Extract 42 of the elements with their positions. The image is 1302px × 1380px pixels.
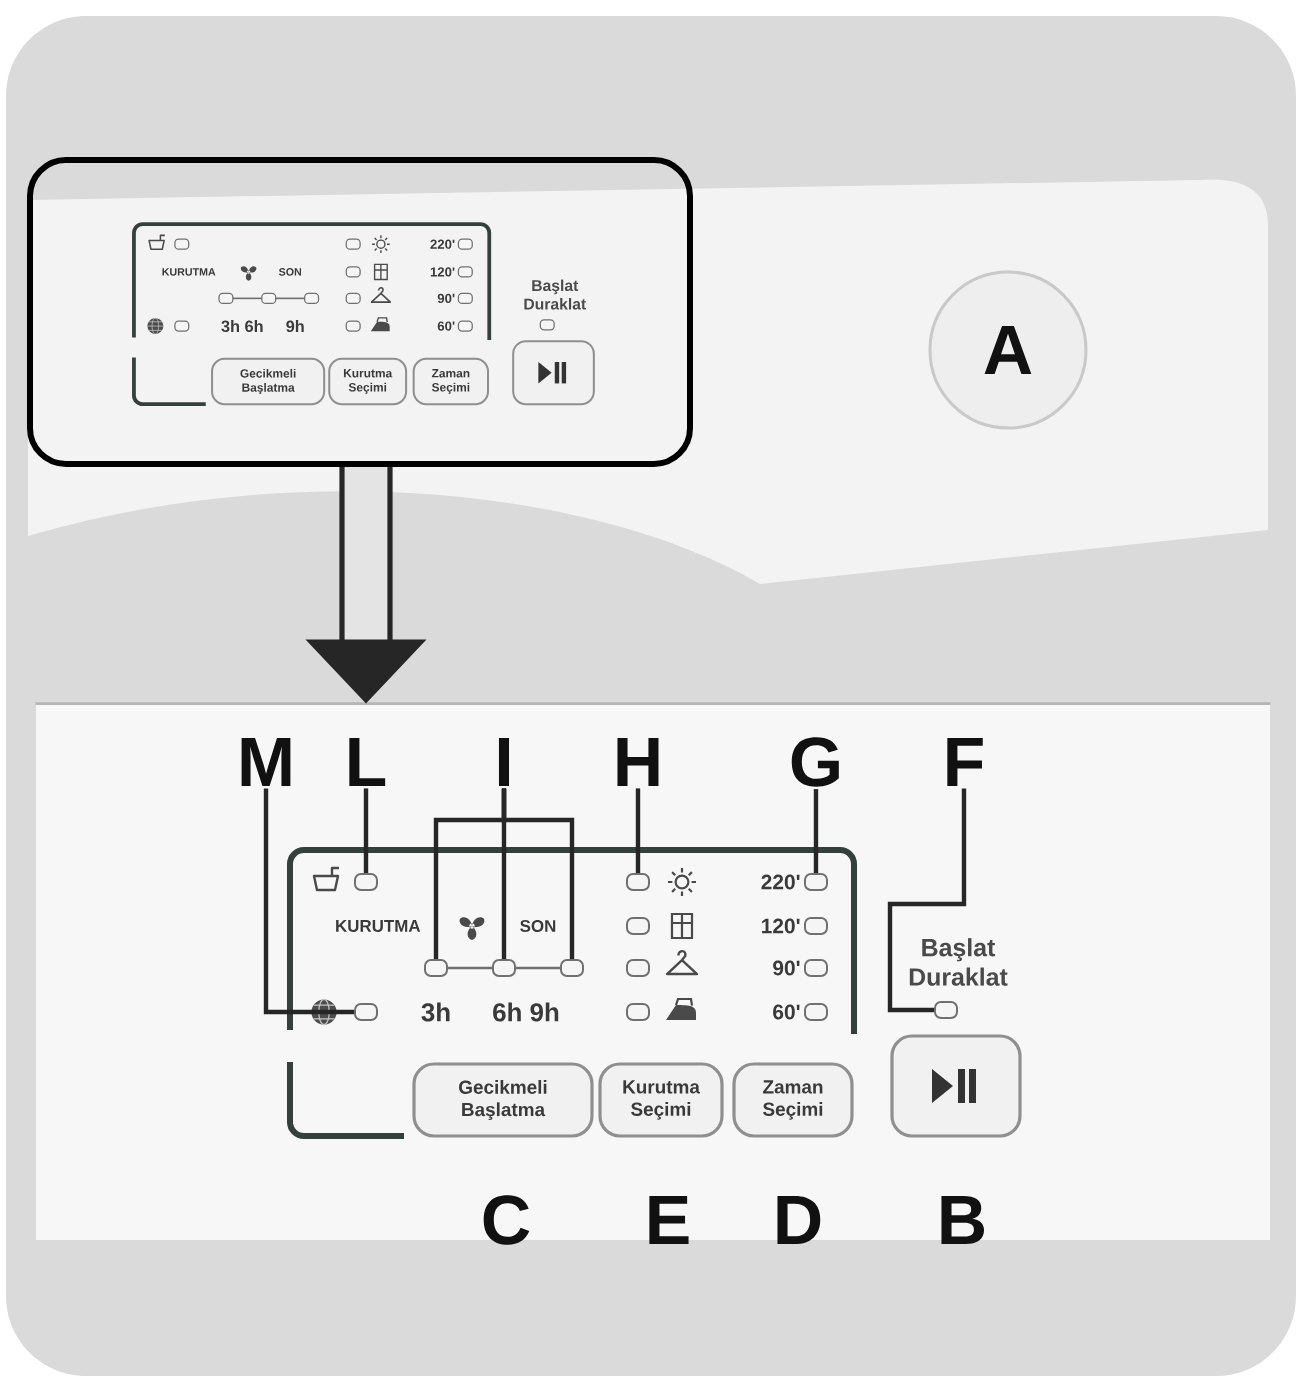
callout-letter: D (777, 1196, 821, 1244)
push-button: Kurutma Seçimi (598, 1062, 724, 1138)
duration-label: 220' (761, 874, 800, 890)
indicator-light (424, 959, 448, 977)
leader-line (813, 789, 819, 873)
button-caption: Başlat Duraklat (909, 938, 1008, 986)
indicator-light (626, 873, 650, 891)
duration-label: 90' (773, 960, 800, 976)
delay-label: 3h (421, 1002, 450, 1022)
callout-letter: H (617, 738, 659, 786)
callout-letter: G (791, 737, 839, 787)
callout-letter: F (947, 738, 983, 786)
indicator-light (560, 959, 584, 977)
delay-label: 3h 6h (221, 320, 263, 333)
delay-label: 9h (286, 320, 304, 333)
callout-letter: B (941, 1196, 985, 1244)
leader-line (635, 788, 641, 873)
indicator-light (804, 873, 828, 891)
duration-label: 120' (762, 918, 800, 934)
leader-line (363, 788, 369, 873)
callout-letter: C (483, 1195, 530, 1245)
callout-letter: E (649, 1196, 689, 1244)
leader-line (501, 788, 575, 959)
indicator-light (934, 1001, 958, 1019)
push-button: Gecikmeli Başlatma (412, 1062, 594, 1138)
duration-label: 60' (773, 1004, 800, 1020)
connector-line (448, 966, 492, 970)
leader-line (263, 788, 354, 1015)
callout-letter: M (241, 738, 291, 786)
connector-line (516, 966, 560, 970)
scale-label: KURUTMA (336, 920, 421, 932)
delay-label: 6h 9h (493, 1002, 559, 1022)
callout-letter: I (498, 738, 510, 786)
push-button: Zaman Seçimi (732, 1062, 854, 1138)
control-knob: A (928, 270, 1088, 430)
indicator-light (492, 959, 516, 977)
zoom-frame (27, 157, 693, 467)
indicator-light (354, 873, 378, 891)
callout-letter: L (349, 738, 386, 786)
leader-line (887, 788, 967, 1013)
indicator-light (354, 1003, 378, 1021)
scale-label: SON (520, 920, 556, 932)
